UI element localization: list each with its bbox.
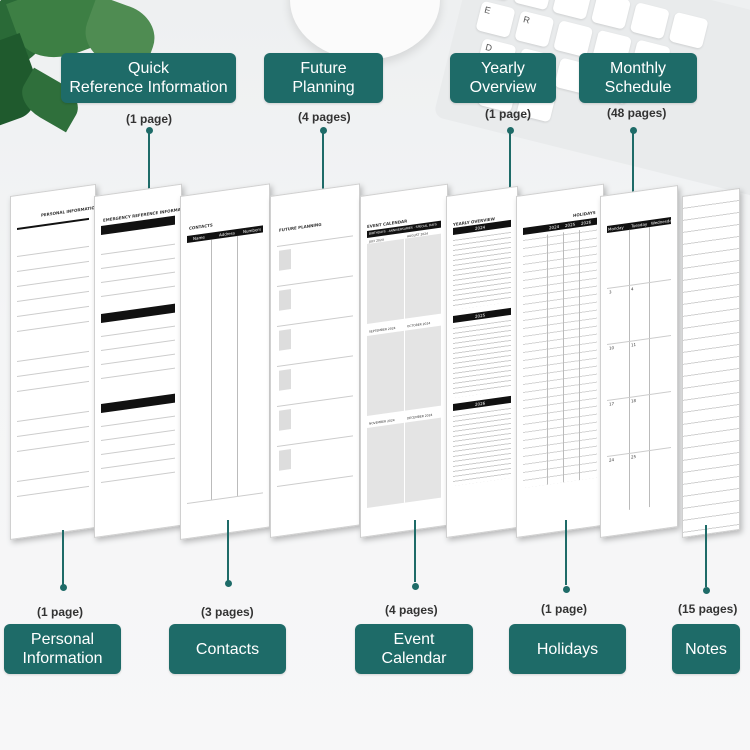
label-line: Monthly [609,60,667,77]
connector-line [322,130,324,205]
page-notes [682,187,740,538]
label-line: Schedule [604,79,672,96]
connector-line [632,130,634,202]
label-line: Planning [292,79,355,96]
connector-dot [703,587,710,594]
page-personal-information: PERSONAL INFORMATION [10,183,96,540]
label-line: Calendar [381,650,447,667]
count-personal-information: (1 page) [37,605,84,619]
count-event-calendar: (4 pages) [385,603,438,617]
label-line: Personal [30,631,95,648]
page-event-calendar: EVENT CALENDAR BIRTHDAYS · ANNIVERSARIES… [360,183,448,539]
page-quick-reference: EMERGENCY REFERENCE INFORMATION [94,183,182,539]
connector-line [62,530,64,585]
count-notes: (15 pages) [678,602,738,616]
page-header: HOLIDAYS [573,209,596,218]
label-line: Overview [469,79,537,96]
label-holidays: Holidays [509,624,626,674]
label-line: Future [300,60,347,77]
connector-dot [563,586,570,593]
connector-dot [225,580,232,587]
date-number: 24 [609,457,615,463]
connector-line [509,130,511,200]
label-contacts: Contacts [169,624,286,674]
label-line: Yearly [481,60,525,77]
connector-line [227,520,229,582]
label-line: Event [393,631,435,648]
label-line: Quick [128,60,169,77]
date-number: 3 [609,289,612,295]
connector-dot [412,583,419,590]
date-number: 25 [631,453,637,460]
count-future-planning: (4 pages) [298,110,351,124]
key-label: E [483,4,492,16]
label-line: Contacts [195,640,260,658]
page-yearly-overview: YEARLY OVERVIEW 2024 2025 2026 [446,185,518,539]
count-quick-reference: (1 page) [126,112,173,126]
connector-dot [60,584,67,591]
label-notes: Notes [672,624,740,674]
count-yearly-overview: (1 page) [485,107,532,121]
count-monthly-schedule: (48 pages) [607,106,667,120]
connector-line [705,525,707,587]
page-header: FUTURE PLANNING [279,221,322,233]
mouse-decoration [290,0,440,60]
page-holidays: HOLIDAYS 2024 2025 2026 [516,183,604,539]
label-line: Holidays [536,640,599,658]
key-label: D [484,41,494,54]
connector-line [414,520,416,582]
connector-line [148,130,150,205]
count-holidays: (1 page) [541,602,588,616]
label-line: Reference Information [69,79,228,96]
count-contacts: (3 pages) [201,605,254,619]
key-label: R [522,14,531,26]
date-number: 11 [631,341,637,348]
label-line: Information [22,650,103,667]
date-number: 10 [609,345,615,351]
label-line: Notes [685,640,727,658]
date-number: 4 [631,286,634,292]
page-monthly-schedule: Monday Tuesday Wednesday 3 4 10 11 17 18… [600,185,678,538]
page-future-planning: FUTURE PLANNING [270,183,360,538]
page-header: CONTACTS [189,222,213,231]
date-number: 18 [631,397,637,404]
page-contacts: CONTACTS Name Address Numbers [180,183,270,540]
connector-line [565,520,567,585]
date-number: 17 [609,401,615,407]
